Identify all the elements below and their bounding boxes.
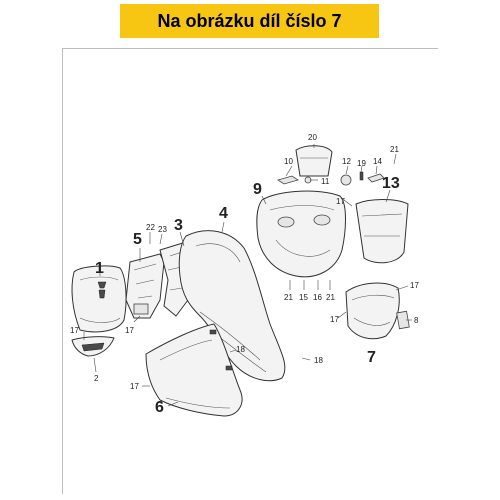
callout-5: 5 — [133, 231, 142, 248]
diagram-frame — [62, 48, 438, 494]
callout-7: 7 — [367, 349, 376, 366]
callout-20: 20 — [308, 133, 317, 142]
callout-17-inner: 17 — [330, 315, 339, 324]
callout-15: 15 — [299, 293, 308, 302]
callout-2: 2 — [94, 374, 99, 383]
part-6-lower-side-panel — [145, 323, 243, 417]
callout-6: 6 — [155, 399, 164, 416]
callout-12: 12 — [342, 157, 351, 166]
callout-17-panel: 17 — [70, 326, 79, 335]
callout-17-left: 17 — [125, 326, 134, 335]
callout-18-lower: 18 — [314, 356, 323, 365]
part-7-inner-fairing — [345, 282, 400, 340]
callout-17-right: 17 — [410, 281, 419, 290]
callout-21-right: 21 — [326, 293, 335, 302]
part-5-inner-bracket — [125, 253, 165, 319]
callout-4: 4 — [219, 205, 228, 222]
part-8-clip — [396, 310, 410, 330]
part-2-lower-trim — [71, 336, 115, 357]
callout-1: 1 — [95, 260, 104, 277]
banner-title: Na obrázku díl číslo 7 — [157, 10, 342, 31]
callout-22: 22 — [146, 223, 155, 232]
callout-13: 13 — [382, 175, 400, 192]
part-4-side-cover — [178, 230, 286, 382]
callout-21-top: 21 — [390, 145, 399, 154]
small-parts-cluster — [277, 171, 385, 186]
callout-18-upper: 18 — [236, 345, 245, 354]
part-9-steering-cover — [256, 190, 346, 278]
callout-21-left: 21 — [284, 293, 293, 302]
callout-14: 14 — [373, 157, 382, 166]
callout-labels: 1 5 3 4 9 13 7 6 20 10 11 12 19 14 21 17… — [70, 133, 419, 416]
callout-11: 11 — [321, 177, 330, 186]
callout-17-top: 17 — [336, 197, 345, 206]
callout-19: 19 — [357, 159, 366, 168]
callout-3: 3 — [174, 217, 183, 234]
part-13-storage-panel — [355, 199, 409, 264]
part-20-windscreen — [295, 145, 333, 177]
callout-17-bottom: 17 — [130, 382, 139, 391]
part-1-front-panel — [71, 265, 127, 333]
leader-lines — [83, 144, 412, 407]
part-number-banner: Na obrázku díl číslo 7 — [120, 4, 379, 38]
callout-8: 8 — [414, 316, 419, 325]
callout-16: 16 — [313, 293, 322, 302]
callout-9: 9 — [253, 181, 262, 198]
callout-10: 10 — [284, 157, 293, 166]
callout-23: 23 — [158, 225, 167, 234]
